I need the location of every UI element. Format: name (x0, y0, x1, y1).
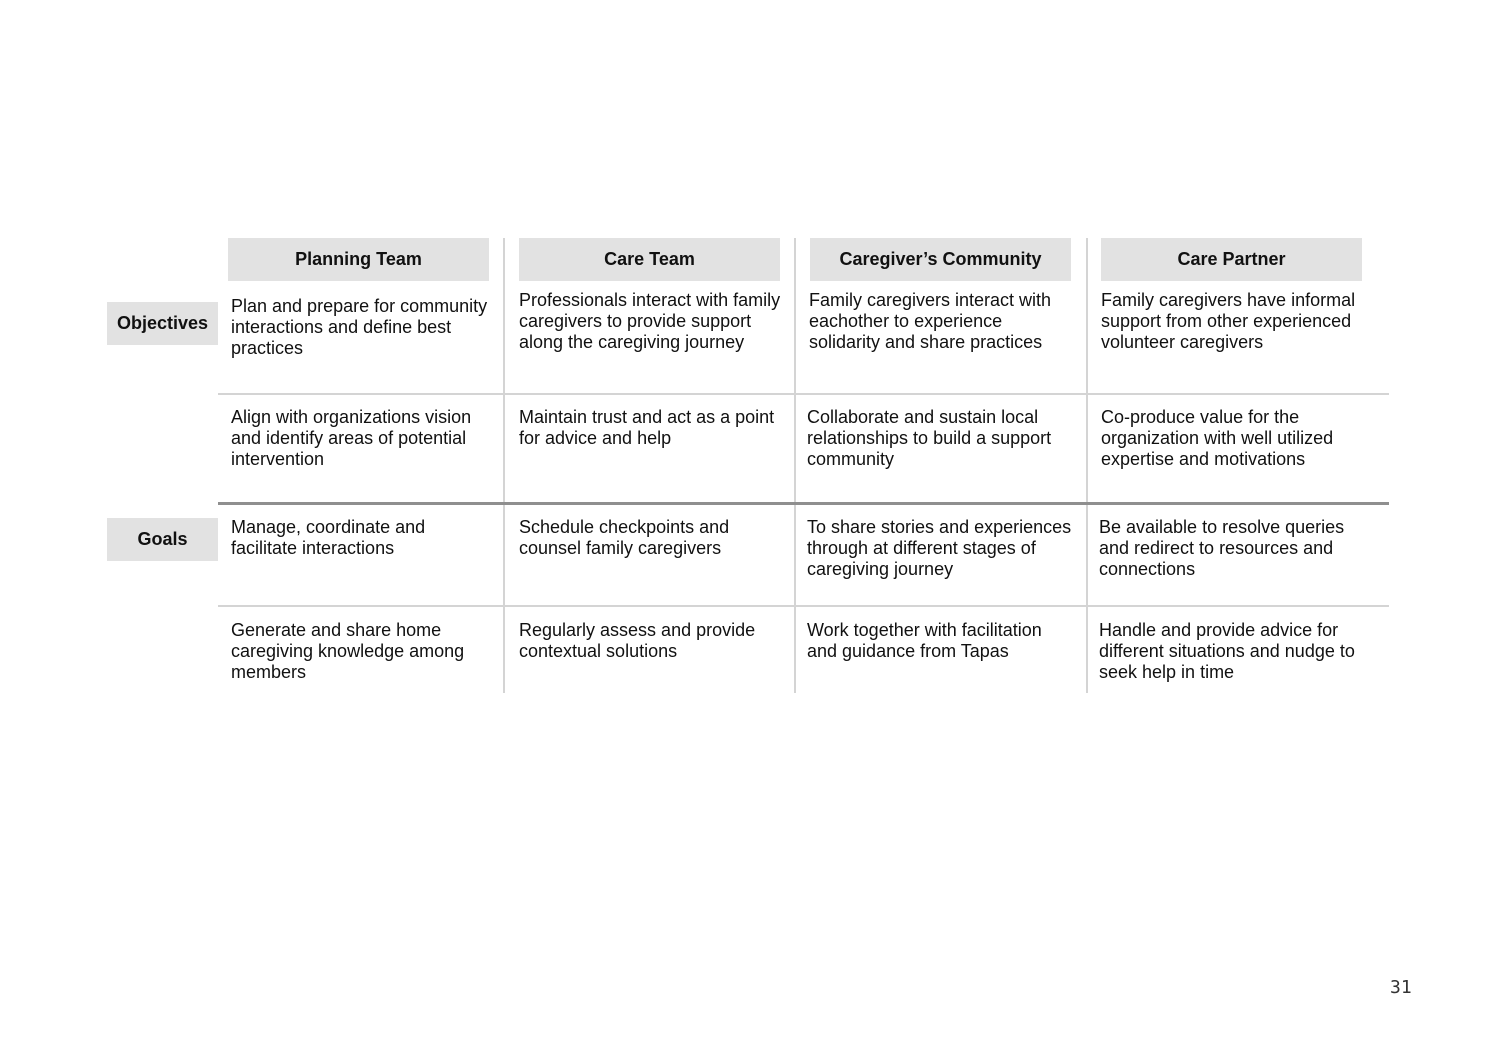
table-cell: Generate and share home caregiving knowl… (231, 620, 465, 682)
table-cell: To share stories and experiences through… (807, 517, 1072, 579)
table-cell: Co-produce value for the organization wi… (1101, 407, 1334, 469)
column-divider (503, 238, 505, 693)
table-cell: Be available to resolve queries and redi… (1099, 517, 1345, 579)
table-cell: Collaborate and sustain local relationsh… (807, 407, 1052, 469)
section-divider (218, 502, 1389, 505)
table-cell: Maintain trust and act as a point for ad… (519, 407, 775, 448)
row-label-objectives: Objectives (107, 302, 218, 345)
row-label-goals: Goals (107, 518, 218, 561)
table-cell: Handle and provide advice for different … (1099, 620, 1355, 682)
column-divider (794, 238, 796, 693)
row-divider (218, 393, 1389, 395)
column-header-planning-team: Planning Team (228, 238, 489, 281)
page-number: 31 (1390, 977, 1412, 998)
row-divider (218, 605, 1389, 607)
table-cell: Family caregivers have informal support … (1101, 290, 1356, 352)
column-header-caregivers-community: Caregiver’s Community (810, 238, 1071, 281)
table-cell: Plan and prepare for community interacti… (231, 296, 488, 358)
table-cell: Professionals interact with family careg… (519, 290, 781, 352)
column-header-care-team: Care Team (519, 238, 780, 281)
table-cell: Manage, coordinate and facilitate intera… (231, 517, 426, 558)
table-cell: Work together with facilitation and guid… (807, 620, 1042, 661)
table-cell: Schedule checkpoints and counsel family … (519, 517, 730, 558)
column-divider (1086, 238, 1088, 693)
table-cell: Regularly assess and provide contextual … (519, 620, 756, 661)
table-cell: Align with organizations vision and iden… (231, 407, 472, 469)
column-header-care-partner: Care Partner (1101, 238, 1362, 281)
table-cell: Family caregivers interact with eachothe… (809, 290, 1052, 352)
